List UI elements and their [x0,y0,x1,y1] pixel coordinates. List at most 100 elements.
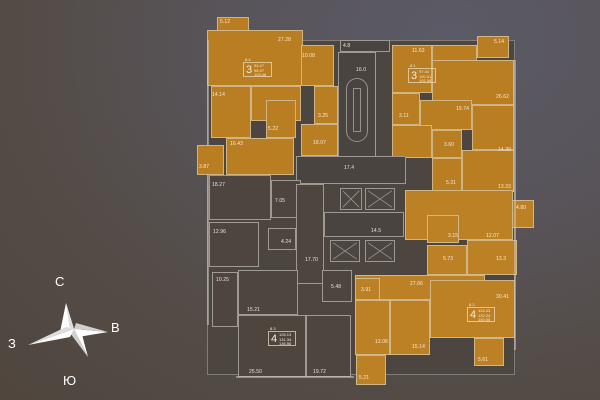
area-label: 27.28 [278,37,292,43]
room-bath-3-60[interactable] [432,130,462,158]
elevator-icon [367,242,393,260]
apartment-label-8-1[interactable]: 8.1 3 97.44 100.01 102.58 [408,63,436,83]
staircase [346,78,368,142]
area-label: 4.80 [516,205,527,211]
room-18-27[interactable] [209,175,271,220]
wall-east [514,60,516,350]
room-hall-17-70[interactable] [296,184,324,284]
elevator-icon [367,190,393,208]
area-label: 17.70 [305,257,319,263]
room-18-07[interactable] [301,124,338,156]
area-label: 3.15 [448,233,459,239]
apartment-label-8-2[interactable]: 8.2 4 124.43 132.24 140.05 [467,302,495,322]
area-label: 5.22 [268,126,279,132]
elevator-icon [342,190,360,208]
compass-west-label: З [8,336,16,351]
area-label: 18.07 [313,140,327,146]
room-30-41[interactable] [430,280,515,338]
room-12-96[interactable] [209,222,259,267]
room-hall-ne[interactable] [392,125,432,158]
room-count: 3 [411,70,418,82]
area-label: 3.91 [361,287,372,293]
room-14-14[interactable] [211,86,251,138]
room-bath-3-91[interactable] [355,278,380,300]
apartment-label-8-3[interactable]: 8.3 4 126.13 131.34 136.56 [268,326,296,346]
area-label: 11.63 [412,48,425,54]
compass-south-label: Ю [63,373,77,388]
room-living-nw[interactable] [207,30,303,86]
area-label: 5.14 [494,39,505,45]
area-label: 19.72 [313,369,327,375]
apartment-number: 8.2 [469,302,475,307]
area-label: 5.12 [220,19,231,25]
room-bath-3-15[interactable] [427,215,459,243]
area-label: 15.14 [412,344,426,350]
area-label: 3.87 [199,164,210,170]
area-label: 3.25 [318,113,329,119]
room-13-3[interactable] [467,240,517,275]
room-25-50[interactable] [238,315,306,377]
room-15-21[interactable] [238,270,298,315]
room-count: 4 [470,309,477,321]
room-bath-5-73[interactable] [427,245,467,275]
room-bath-3-11[interactable] [392,93,420,125]
elevator-shaft-3 [330,240,360,262]
elevator-shaft-4 [365,240,395,262]
apartment-areas: 126.13 131.34 136.56 [279,332,292,346]
room-balcony-s[interactable] [356,355,386,385]
area-label: 17.4 [344,165,355,171]
area-label: 5.31 [446,180,457,186]
compass-rose: С В З Ю [8,274,132,395]
area-label: 14.14 [212,92,226,98]
compass-east-label: В [111,320,120,335]
area-label: 12.96 [213,229,227,235]
area-label: 4.24 [281,239,292,245]
elevator-icon [332,242,358,260]
room-bath-3-25[interactable] [314,86,338,124]
apartment-number: 8.1 [410,63,416,68]
wall-west [207,175,209,325]
room-bath-5-31[interactable] [432,158,462,192]
area-label: 14.5 [371,228,382,234]
area-label: 5.61 [478,357,489,363]
area-label: 16.0 [356,67,367,73]
area-label: 5.48 [331,284,342,290]
elevator-shaft-1 [340,188,362,210]
room-16-43[interactable] [226,138,294,175]
apartment-label-8-4[interactable]: 8.4 3 94.47 98.97 103.46 [243,57,272,77]
room-13-06[interactable] [355,300,390,355]
room-bath-4-24[interactable] [268,228,296,250]
area-label: 18.27 [212,182,226,188]
area-label: 12.07 [486,233,500,239]
area-label: 5.21 [359,375,370,381]
room-10-25[interactable] [212,272,238,327]
room-10-08[interactable] [301,45,334,86]
area-label: 7.05 [275,198,286,204]
area-label: 3.60 [444,142,455,148]
room-14-30[interactable] [472,105,514,150]
room-19-72[interactable] [306,315,351,377]
room-12-07[interactable] [405,190,513,240]
apartment-areas: 94.47 98.97 103.46 [254,63,267,77]
room-11-63[interactable] [392,45,432,93]
room-13-33[interactable] [462,150,514,192]
room-15-14[interactable] [390,300,430,355]
room-bath-5-48[interactable] [322,270,352,302]
room-lobby-14-5 [324,212,404,237]
wall-north-west [207,40,209,145]
room-balcony-w[interactable] [197,145,224,175]
apartment-number: 8.3 [270,326,276,331]
area-label: 13.3 [496,256,507,262]
compass-north-label: С [55,274,65,289]
room-bath-5-22[interactable] [266,100,296,138]
room-26-62[interactable] [432,60,514,105]
room-balcony-se[interactable] [474,338,504,366]
area-label: 13.06 [375,339,389,345]
room-balcony-ne[interactable] [477,36,509,58]
elevator-shaft-2 [365,188,395,210]
apartment-areas: 97.44 100.01 102.58 [419,69,432,83]
area-label: 10.25 [216,277,230,283]
area-label: 26.62 [496,94,510,100]
staircase-well [353,88,361,132]
